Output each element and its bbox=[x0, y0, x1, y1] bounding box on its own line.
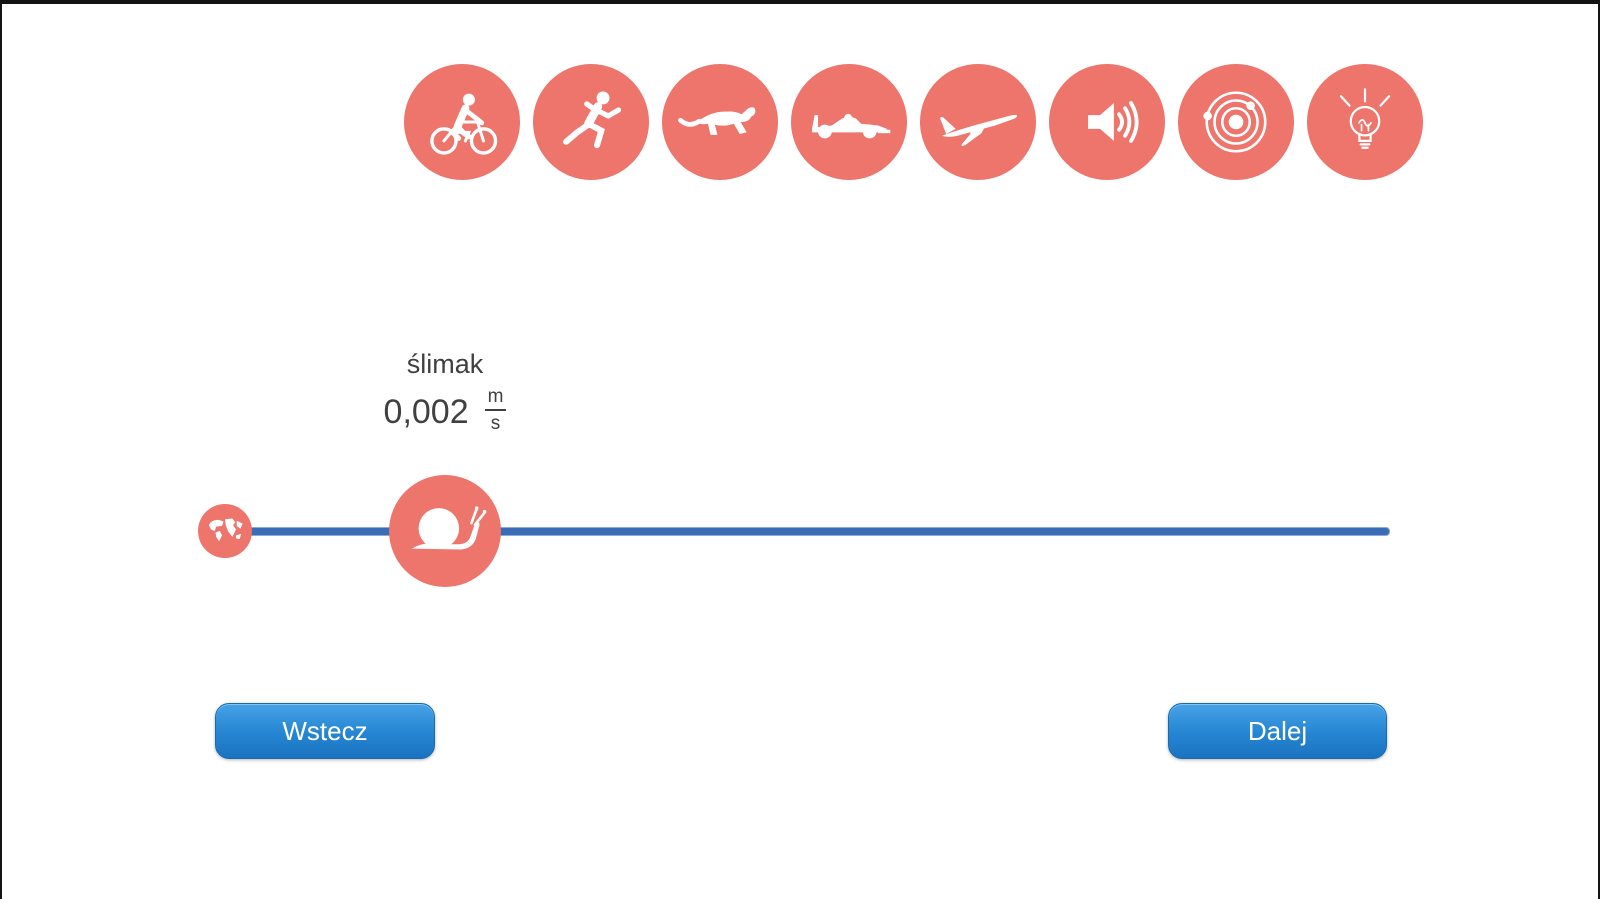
speed-value: 0,002 bbox=[383, 392, 469, 431]
window-frame-top bbox=[0, 0, 1600, 4]
speed-item-cyclist[interactable] bbox=[404, 64, 520, 180]
selection-block: ślimak 0,002 m s bbox=[295, 348, 595, 435]
window-frame-left bbox=[0, 0, 2, 899]
speed-item-cheetah[interactable] bbox=[662, 64, 778, 180]
runner-icon bbox=[563, 91, 622, 149]
snail-icon bbox=[411, 506, 487, 550]
race-car-icon bbox=[812, 113, 891, 139]
back-button-label: Wstecz bbox=[282, 715, 368, 746]
next-button-label: Dalej bbox=[1247, 715, 1308, 746]
speed-item-race-car[interactable] bbox=[791, 64, 907, 180]
unit-fraction: m s bbox=[484, 387, 507, 434]
airplane-icon bbox=[940, 114, 1018, 146]
back-button[interactable]: Wstecz bbox=[215, 703, 435, 759]
window-frame-right bbox=[1598, 0, 1600, 899]
orbit-icon bbox=[1203, 91, 1267, 153]
unit-denominator: s bbox=[490, 413, 501, 434]
unit-numerator: m bbox=[484, 387, 507, 411]
speed-slider-thumb[interactable] bbox=[389, 475, 501, 587]
globe-icon bbox=[208, 518, 243, 542]
speaker-icon bbox=[1088, 101, 1139, 143]
slider-start-marker bbox=[198, 504, 252, 558]
speed-item-sound[interactable] bbox=[1049, 64, 1165, 180]
selection-label: ślimak bbox=[406, 349, 484, 379]
speed-item-light[interactable] bbox=[1307, 64, 1423, 180]
cyclist-icon bbox=[430, 93, 498, 155]
next-button[interactable]: Dalej bbox=[1168, 703, 1387, 759]
light-bulb-icon bbox=[1339, 88, 1391, 149]
speed-category-row bbox=[404, 64, 1423, 180]
speed-item-orbit[interactable] bbox=[1178, 64, 1294, 180]
speed-item-airplane[interactable] bbox=[920, 64, 1036, 180]
cheetah-icon bbox=[678, 107, 756, 135]
selection-value-row: 0,002 m s bbox=[295, 387, 595, 435]
speed-item-runner[interactable] bbox=[533, 64, 649, 180]
